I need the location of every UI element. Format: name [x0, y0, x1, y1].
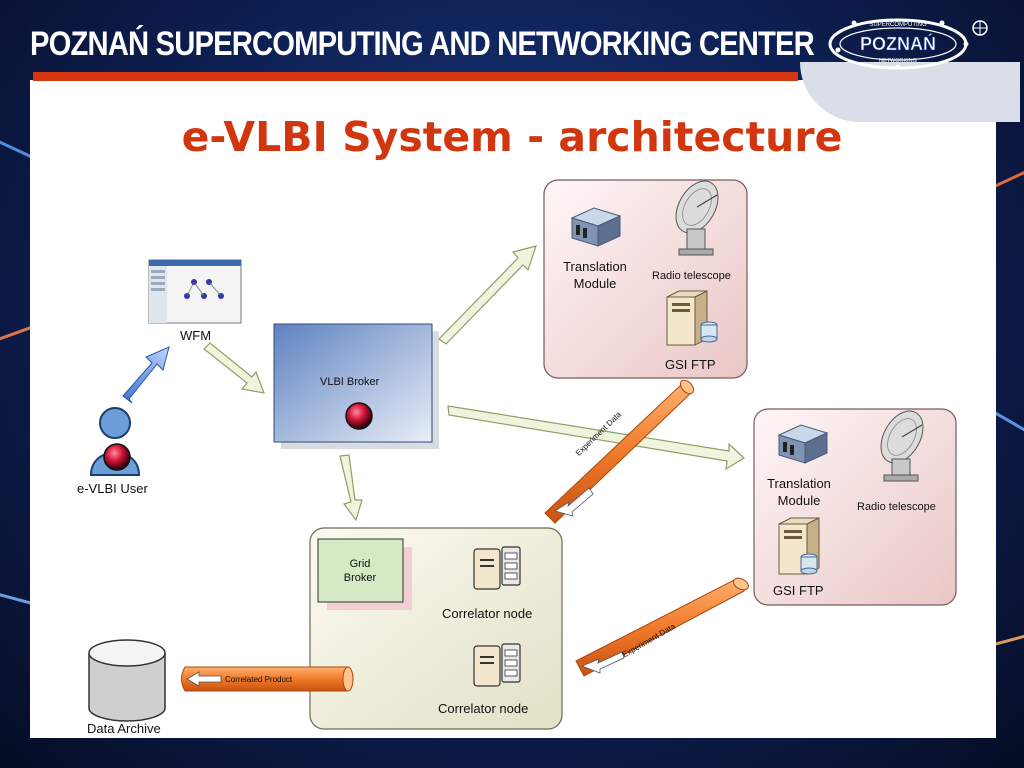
broker-to-right-site-arrow	[447, 405, 745, 471]
broker-to-cluster-arrow	[339, 454, 363, 522]
translation-module-icon	[777, 424, 829, 464]
wfm-screenshot-icon	[148, 259, 242, 324]
slide-title: e-VLBI System - architecture	[181, 113, 843, 161]
site-top-translation-label: Translation Module	[563, 259, 627, 291]
experiment-data-flow-right	[575, 577, 749, 677]
correlator-node-icon	[473, 643, 521, 687]
correlator-node-icon	[473, 546, 521, 590]
data-archive-icon	[88, 639, 166, 722]
accent-bar	[33, 72, 798, 81]
gsi-ftp-server-icon	[778, 517, 820, 575]
data-archive-label: Data Archive	[87, 721, 161, 736]
user-to-wfm-arrow	[122, 346, 170, 404]
architecture-diagram: Translation Module Radio telescope GSI F…	[77, 173, 957, 738]
translation-module-icon	[570, 207, 622, 247]
grid-broker-label: Grid Broker	[343, 558, 377, 584]
header: POZNAŃ SUPERCOMPUTING AND NETWORKING CEN…	[0, 0, 1024, 115]
vlbi-broker-label: VLBI Broker	[320, 376, 380, 388]
wfm-to-broker-arrow	[203, 342, 265, 394]
gsi-ftp-server-icon	[666, 290, 718, 346]
correlator-node-label-1: Correlator node	[442, 606, 533, 621]
experiment-data-flow-top	[544, 379, 695, 524]
site-top-gsi-ftp-label: GSI FTP	[665, 357, 716, 372]
logo-backdrop	[800, 62, 1020, 122]
site-top-telescope-label: Radio telescope	[652, 270, 731, 282]
user-label: e-VLBI User	[77, 481, 148, 496]
organization-name: POZNAŃ SUPERCOMPUTING AND NETWORKING CEN…	[30, 25, 815, 63]
logo-ring-bottom: NETWORKING	[879, 58, 917, 64]
correlated-product-label: Correlated Product	[225, 675, 293, 684]
site-right-telescope-label: Radio telescope	[857, 501, 936, 513]
radio-telescope-icon	[880, 410, 924, 482]
vlbi-broker-box	[273, 323, 439, 449]
broker-to-top-site-arrow	[438, 245, 537, 345]
site-right-gsi-ftp-label: GSI FTP	[773, 583, 824, 598]
site-top-box	[543, 179, 748, 379]
psnc-logo: SUPERCOMPUTING POZNAŃ NETWORKING	[828, 18, 988, 70]
correlator-node-label-2: Correlator node	[438, 701, 529, 716]
site-right-box	[753, 408, 957, 606]
correlator-cluster-box	[309, 527, 563, 730]
diagram-graphics	[88, 179, 957, 730]
site-right-translation-label: Translation Module	[767, 476, 831, 508]
radio-telescope-icon	[675, 180, 719, 256]
correlated-product-flow	[181, 666, 354, 692]
user-icon	[89, 407, 141, 476]
wfm-label: WFM	[180, 328, 212, 343]
logo-ring-top: SUPERCOMPUTING	[869, 22, 927, 28]
logo-text: POZNAŃ	[860, 33, 936, 54]
